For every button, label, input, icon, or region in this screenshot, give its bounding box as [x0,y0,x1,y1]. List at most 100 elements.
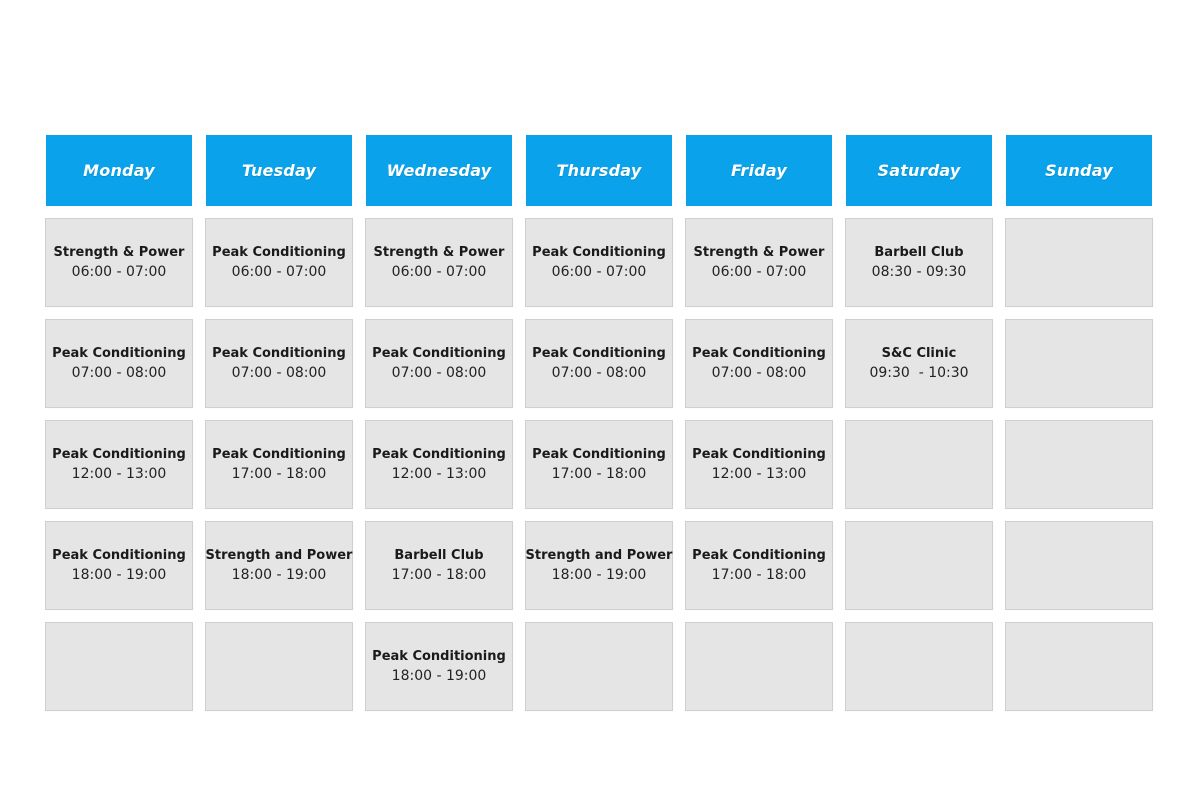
class-time: 17:00 - 18:00 [231,465,327,482]
day-column-friday: Friday Strength & Power 06:00 - 07:00 Pea… [686,135,832,710]
class-name: Peak Conditioning [532,345,666,361]
class-name: Peak Conditioning [532,446,666,462]
class-name: Barbell Club [874,244,964,260]
class-name: Peak Conditioning [52,345,186,361]
class-slot[interactable]: Peak Conditioning 06:00 - 07:00 [206,219,352,306]
class-slot[interactable]: S&C Clinic 09:30 - 10:30 [846,320,992,407]
class-name: Peak Conditioning [212,244,346,260]
day-column-wednesday: Wednesday Strength & Power 06:00 - 07:00 … [366,135,512,710]
day-column-tuesday: Tuesday Peak Conditioning 06:00 - 07:00 P… [206,135,352,710]
class-name: Strength & Power [373,244,505,260]
slot-list: Peak Conditioning 06:00 - 07:00 Peak Cond… [526,219,672,710]
class-slot[interactable]: Peak Conditioning 18:00 - 19:00 [366,623,512,710]
class-time: 06:00 - 07:00 [71,263,167,280]
class-slot[interactable]: Strength & Power 06:00 - 07:00 [46,219,192,306]
class-name: Peak Conditioning [52,547,186,563]
day-header-wednesday: Wednesday [366,135,512,206]
class-time: 07:00 - 08:00 [711,364,807,381]
class-time: 17:00 - 18:00 [711,566,807,583]
day-header-monday: Monday [46,135,192,206]
slot-list: Barbell Club 08:30 - 09:30 S&C Clinic 09:3… [846,219,992,710]
weekly-timetable: Monday Strength & Power 06:00 - 07:00 Pea… [46,135,1152,710]
class-name: Peak Conditioning [52,446,186,462]
class-name: Peak Conditioning [692,345,826,361]
class-slot[interactable]: Peak Conditioning 17:00 - 18:00 [526,421,672,508]
day-column-saturday: Saturday Barbell Club 08:30 - 09:30 S&C C… [846,135,992,710]
day-column-sunday: Sunday [1006,135,1152,710]
class-time: 12:00 - 13:00 [711,465,807,482]
day-column-thursday: Thursday Peak Conditioning 06:00 - 07:00 … [526,135,672,710]
class-name: Peak Conditioning [372,648,506,664]
class-name: Peak Conditioning [532,244,666,260]
class-time: 07:00 - 08:00 [551,364,647,381]
empty-slot [846,623,992,710]
day-header-saturday: Saturday [846,135,992,206]
day-column-monday: Monday Strength & Power 06:00 - 07:00 Pea… [46,135,192,710]
class-name: Peak Conditioning [692,446,826,462]
class-time: 18:00 - 19:00 [71,566,167,583]
class-name: Peak Conditioning [372,345,506,361]
class-name: Strength and Power [205,547,353,563]
class-slot[interactable]: Peak Conditioning 12:00 - 13:00 [686,421,832,508]
class-time: 17:00 - 18:00 [391,566,487,583]
class-slot[interactable]: Peak Conditioning 07:00 - 08:00 [526,320,672,407]
class-time: 06:00 - 07:00 [711,263,807,280]
class-slot[interactable]: Peak Conditioning 12:00 - 13:00 [46,421,192,508]
class-name: Barbell Club [394,547,484,563]
class-time: 06:00 - 07:00 [231,263,327,280]
empty-slot [526,623,672,710]
slot-list [1006,219,1152,710]
class-name: Peak Conditioning [212,446,346,462]
class-slot[interactable]: Strength & Power 06:00 - 07:00 [366,219,512,306]
empty-slot [846,522,992,609]
class-time: 07:00 - 08:00 [231,364,327,381]
class-slot[interactable]: Peak Conditioning 07:00 - 08:00 [366,320,512,407]
empty-slot [46,623,192,710]
class-slot[interactable]: Barbell Club 17:00 - 18:00 [366,522,512,609]
class-slot[interactable]: Peak Conditioning 12:00 - 13:00 [366,421,512,508]
class-name: Peak Conditioning [212,345,346,361]
class-name: Peak Conditioning [372,446,506,462]
class-time: 06:00 - 07:00 [391,263,487,280]
class-name: Peak Conditioning [692,547,826,563]
class-time: 07:00 - 08:00 [391,364,487,381]
day-header-tuesday: Tuesday [206,135,352,206]
empty-slot [1006,320,1152,407]
empty-slot [1006,421,1152,508]
slot-list: Strength & Power 06:00 - 07:00 Peak Condi… [46,219,192,710]
class-time: 12:00 - 13:00 [391,465,487,482]
slot-list: Strength & Power 06:00 - 07:00 Peak Condi… [366,219,512,710]
class-slot[interactable]: Peak Conditioning 07:00 - 08:00 [46,320,192,407]
class-time: 17:00 - 18:00 [551,465,647,482]
class-slot[interactable]: Peak Conditioning 17:00 - 18:00 [206,421,352,508]
class-time: 06:00 - 07:00 [551,263,647,280]
class-slot[interactable]: Peak Conditioning 07:00 - 08:00 [686,320,832,407]
slot-list: Strength & Power 06:00 - 07:00 Peak Condi… [686,219,832,710]
class-slot[interactable]: Peak Conditioning 18:00 - 19:00 [46,522,192,609]
empty-slot [1006,522,1152,609]
class-slot[interactable]: Peak Conditioning 07:00 - 08:00 [206,320,352,407]
class-time: 07:00 - 08:00 [71,364,167,381]
empty-slot [206,623,352,710]
class-name: Strength & Power [53,244,185,260]
empty-slot [846,421,992,508]
day-header-thursday: Thursday [526,135,672,206]
class-time: 09:30 - 10:30 [869,364,969,381]
class-time: 18:00 - 19:00 [231,566,327,583]
class-slot[interactable]: Strength & Power 06:00 - 07:00 [686,219,832,306]
class-slot[interactable]: Peak Conditioning 17:00 - 18:00 [686,522,832,609]
empty-slot [1006,219,1152,306]
day-header-sunday: Sunday [1006,135,1152,206]
class-time: 08:30 - 09:30 [871,263,967,280]
day-header-friday: Friday [686,135,832,206]
class-name: S&C Clinic [881,345,957,361]
class-slot[interactable]: Barbell Club 08:30 - 09:30 [846,219,992,306]
class-slot[interactable]: Peak Conditioning 06:00 - 07:00 [526,219,672,306]
slot-list: Peak Conditioning 06:00 - 07:00 Peak Cond… [206,219,352,710]
class-time: 18:00 - 19:00 [551,566,647,583]
class-time: 18:00 - 19:00 [391,667,487,684]
class-time: 12:00 - 13:00 [71,465,167,482]
class-slot[interactable]: Strength and Power 18:00 - 19:00 [206,522,352,609]
class-name: Strength & Power [693,244,825,260]
